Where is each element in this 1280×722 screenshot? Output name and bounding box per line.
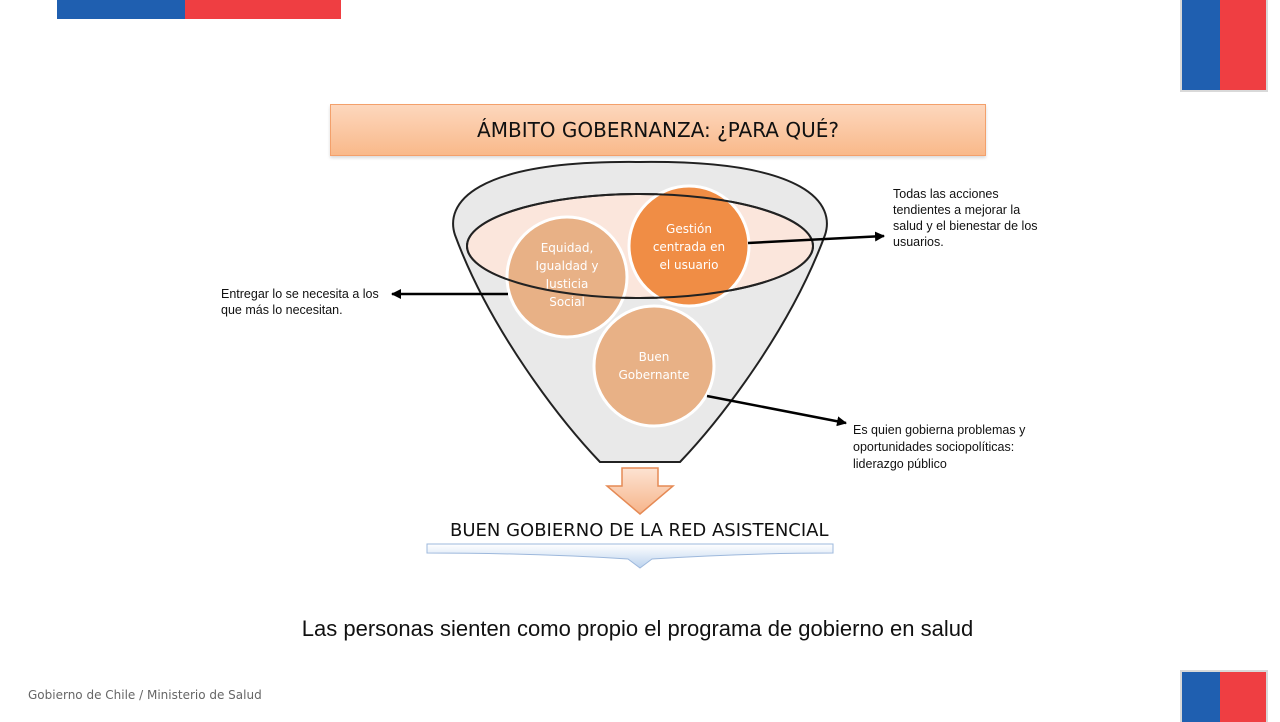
footer-text: Gobierno de Chile / Ministerio de Salud bbox=[28, 688, 262, 702]
down-arrow bbox=[604, 467, 676, 515]
funnel-rim-outline bbox=[466, 193, 814, 299]
output-bar bbox=[426, 543, 834, 569]
flag-red-segment bbox=[1220, 672, 1266, 722]
circle-equidad: Equidad, Igualdad y Justicia Social bbox=[505, 215, 629, 339]
arrow-gobernante bbox=[706, 394, 847, 427]
flag-stripe-right-top bbox=[1180, 0, 1268, 92]
annotation-gobernante: Es quien gobierna problemas y oportunida… bbox=[853, 423, 1026, 471]
output-label: BUEN GOBIERNO DE LA RED ASISTENCIAL bbox=[450, 520, 829, 541]
arrow-gestion bbox=[747, 231, 885, 245]
circle-gestion-line-1: Gestión bbox=[666, 222, 712, 236]
circle-equidad-line-2: Igualdad y bbox=[536, 259, 599, 273]
flag-red-segment bbox=[1220, 0, 1266, 90]
circle-equidad-line-1: Equidad, bbox=[541, 241, 594, 255]
circle-buen-gobernante-line-2: Gobernante bbox=[618, 368, 689, 382]
circle-gestion: Gestión centrada en el usuario bbox=[627, 184, 751, 308]
flag-red-segment bbox=[185, 0, 341, 19]
bottom-statement: Las personas sienten como propio el prog… bbox=[301, 616, 974, 641]
circle-buen-gobernante-line-1: Buen bbox=[639, 350, 670, 364]
circle-gestion-line-3: el usuario bbox=[660, 258, 719, 272]
title-banner: ÁMBITO GOBERNANZA: ¿PARA QUÉ? bbox=[330, 104, 986, 156]
circle-gestion-line-2: centrada en bbox=[653, 240, 725, 254]
flag-blue-segment bbox=[1182, 0, 1220, 90]
flag-stripe-right-bottom bbox=[1180, 670, 1268, 722]
flag-stripe-top bbox=[57, 0, 341, 19]
flag-blue-segment bbox=[57, 0, 185, 19]
circle-buen-gobernante: Buen Gobernante bbox=[592, 304, 716, 428]
annotation-equidad: Entregar lo se necesita a los que más lo… bbox=[221, 287, 379, 317]
page-title: ÁMBITO GOBERNANZA: ¿PARA QUÉ? bbox=[477, 118, 839, 142]
flag-blue-segment bbox=[1182, 672, 1220, 722]
circle-equidad-line-3: Justicia bbox=[545, 277, 589, 291]
annotation-gestion: Todas las acciones tendientes a mejorar … bbox=[893, 187, 1038, 249]
circle-equidad-line-4: Social bbox=[549, 295, 585, 309]
